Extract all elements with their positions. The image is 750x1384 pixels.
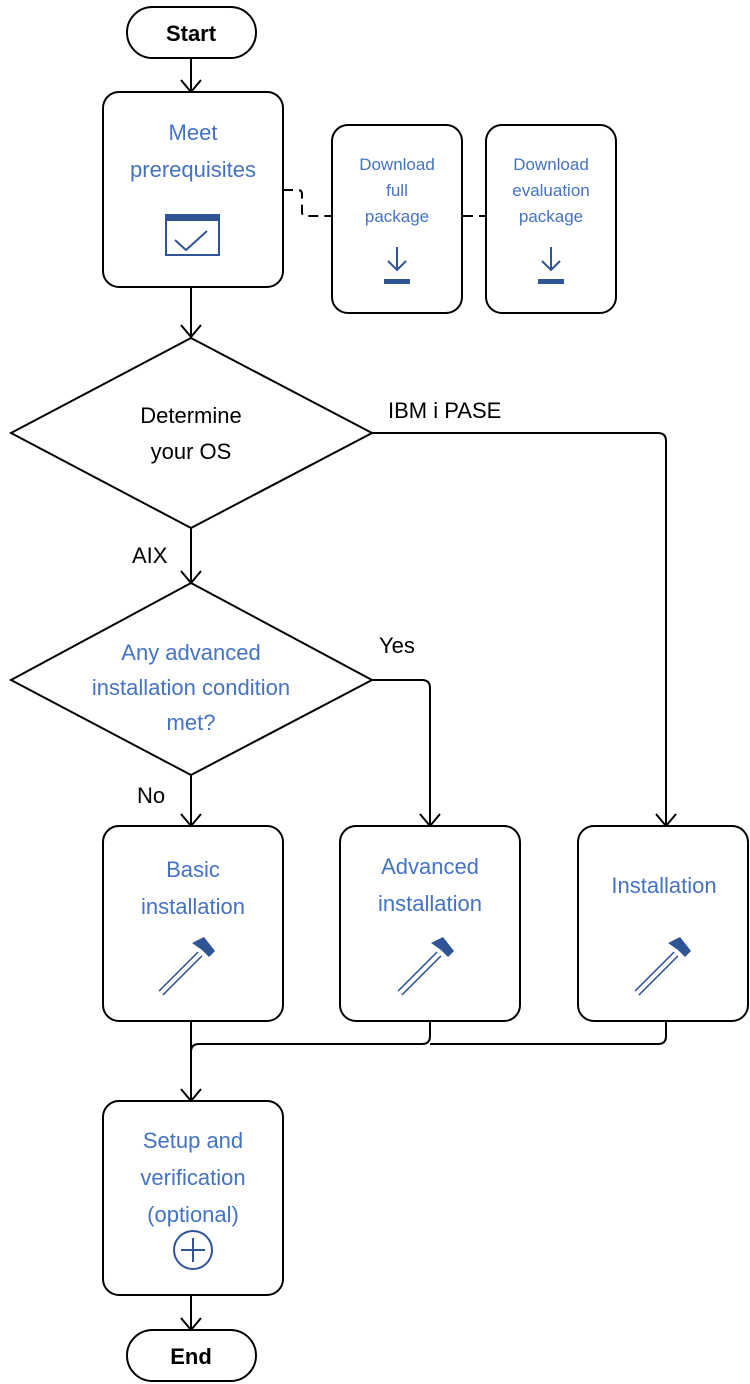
connector-yes-branch <box>372 679 441 828</box>
advanced-condition-line3: met? <box>167 710 216 735</box>
ibm-i-pase-label: IBM i PASE <box>388 398 501 423</box>
connector-no-branch <box>180 775 202 828</box>
advanced-installation-box[interactable]: Advanced installation <box>339 825 521 1022</box>
advanced-installation-line2: installation <box>378 891 482 916</box>
connector-start-prereq <box>180 58 202 94</box>
download-full-line1: Download <box>359 155 435 174</box>
installation-label: Installation <box>611 873 716 898</box>
hammer-icon <box>634 937 691 996</box>
setup-line1: Setup and <box>143 1128 243 1153</box>
connector-ibm-i-branch <box>372 432 677 828</box>
basic-installation-line2: installation <box>141 894 245 919</box>
advanced-condition-line1: Any advanced <box>121 640 260 665</box>
connector-aix-branch <box>180 528 202 585</box>
determine-os-line2: your OS <box>151 439 232 464</box>
setup-verification-box[interactable]: Setup and verification (optional) <box>102 1100 284 1296</box>
end-label: End <box>170 1344 212 1369</box>
end-terminal: End <box>126 1329 257 1382</box>
download-arrow-icon <box>538 247 564 284</box>
prerequisites-label-line1: Meet <box>169 120 218 145</box>
download-eval-line3: package <box>519 207 583 226</box>
download-arrow-icon <box>384 247 410 284</box>
aix-label: AIX <box>132 543 168 568</box>
installation-box[interactable]: Installation <box>577 825 749 1022</box>
basic-installation-line1: Basic <box>166 857 220 882</box>
start-terminal: Start <box>126 6 257 59</box>
download-full-line3: package <box>365 207 429 226</box>
no-label: No <box>137 783 165 808</box>
prerequisites-box[interactable]: Meet prerequisites <box>102 91 284 288</box>
setup-line2: verification <box>140 1165 245 1190</box>
download-eval-line1: Download <box>513 155 589 174</box>
download-evaluation-box[interactable]: Download evaluation package <box>485 124 617 314</box>
plus-circle-icon <box>173 1230 213 1270</box>
determine-os-line1: Determine <box>140 403 241 428</box>
connector-setup-end <box>180 1295 202 1332</box>
advanced-condition-decision: Any advanced installation condition met? <box>8 581 375 777</box>
advanced-installation-line1: Advanced <box>381 854 479 879</box>
advanced-condition-line2: installation condition <box>92 675 290 700</box>
download-full-box[interactable]: Download full package <box>331 124 463 314</box>
determine-os-decision: Determine your OS <box>8 336 375 530</box>
connector-merge-setup <box>180 1021 667 1103</box>
basic-installation-box[interactable]: Basic installation <box>102 825 284 1022</box>
download-full-line2: full <box>386 181 408 200</box>
prerequisites-label-line2: prerequisites <box>130 157 256 182</box>
yes-label: Yes <box>379 633 415 658</box>
setup-line3: (optional) <box>147 1202 239 1227</box>
start-label: Start <box>166 21 217 46</box>
download-eval-line2: evaluation <box>512 181 590 200</box>
hammer-icon <box>158 937 215 996</box>
hammer-icon <box>397 937 454 996</box>
checklist-window-icon <box>165 214 220 256</box>
connector-prereq-os <box>180 287 202 339</box>
